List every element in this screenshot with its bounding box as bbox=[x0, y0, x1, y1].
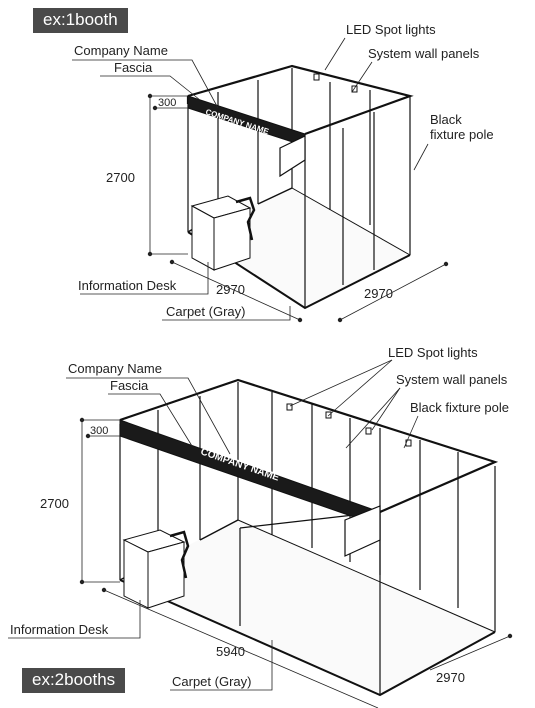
booth1-side-board bbox=[279, 135, 306, 178]
booth2-carpet bbox=[120, 520, 495, 695]
booth1-dim-width: 2970 bbox=[216, 282, 245, 297]
booth2-structure bbox=[119, 378, 499, 697]
booth1-structure bbox=[186, 64, 414, 310]
booth2-pole-label: Black fixture pole bbox=[410, 400, 509, 415]
booth2-dim-height: 2700 bbox=[40, 496, 69, 511]
booth2-dim-fascia: 300 bbox=[90, 425, 108, 437]
booth2-company-name-label: Company Name bbox=[68, 361, 162, 376]
booth2-carpet-label: Carpet (Gray) bbox=[172, 674, 251, 689]
booth1-dim-depth: 2970 bbox=[364, 286, 393, 301]
booth2-tag: ex:2booths bbox=[22, 668, 126, 693]
booth1-pole-label-1: Black bbox=[430, 112, 462, 127]
booth2-leaders bbox=[8, 359, 419, 691]
booth1-led-label: LED Spot lights bbox=[346, 22, 436, 37]
booth2-dim-depth: 2970 bbox=[436, 670, 465, 685]
booth2-info-desk bbox=[122, 529, 190, 609]
booth1-dimensions bbox=[147, 93, 449, 323]
booth1-pole-label-2: fixture pole bbox=[430, 127, 494, 142]
booth1-tag: ex:1booth bbox=[33, 8, 128, 33]
booth2-dim-width: 5940 bbox=[216, 644, 245, 659]
booth1-dim-fascia: 300 bbox=[158, 97, 176, 109]
booth1-company-name-label: Company Name bbox=[74, 43, 168, 58]
booth1-carpet-label: Carpet (Gray) bbox=[166, 304, 245, 319]
booth1-fascia-label: Fascia bbox=[114, 60, 153, 75]
booth2-led-label: LED Spot lights bbox=[388, 345, 478, 360]
booth2-side-board bbox=[344, 505, 381, 557]
booth1-leaders bbox=[72, 37, 429, 321]
booth2-wall-panels-label: System wall panels bbox=[396, 372, 508, 387]
booth2-info-desk-label: Information Desk bbox=[10, 622, 109, 637]
booth1-info-desk bbox=[190, 195, 256, 271]
booth2-dimensions bbox=[79, 417, 513, 708]
booth1-wall-panels-label: System wall panels bbox=[368, 46, 480, 61]
booth1-dim-height: 2700 bbox=[106, 170, 135, 185]
booth1-info-desk-label: Information Desk bbox=[78, 278, 177, 293]
booth2-fascia-label: Fascia bbox=[110, 378, 149, 393]
